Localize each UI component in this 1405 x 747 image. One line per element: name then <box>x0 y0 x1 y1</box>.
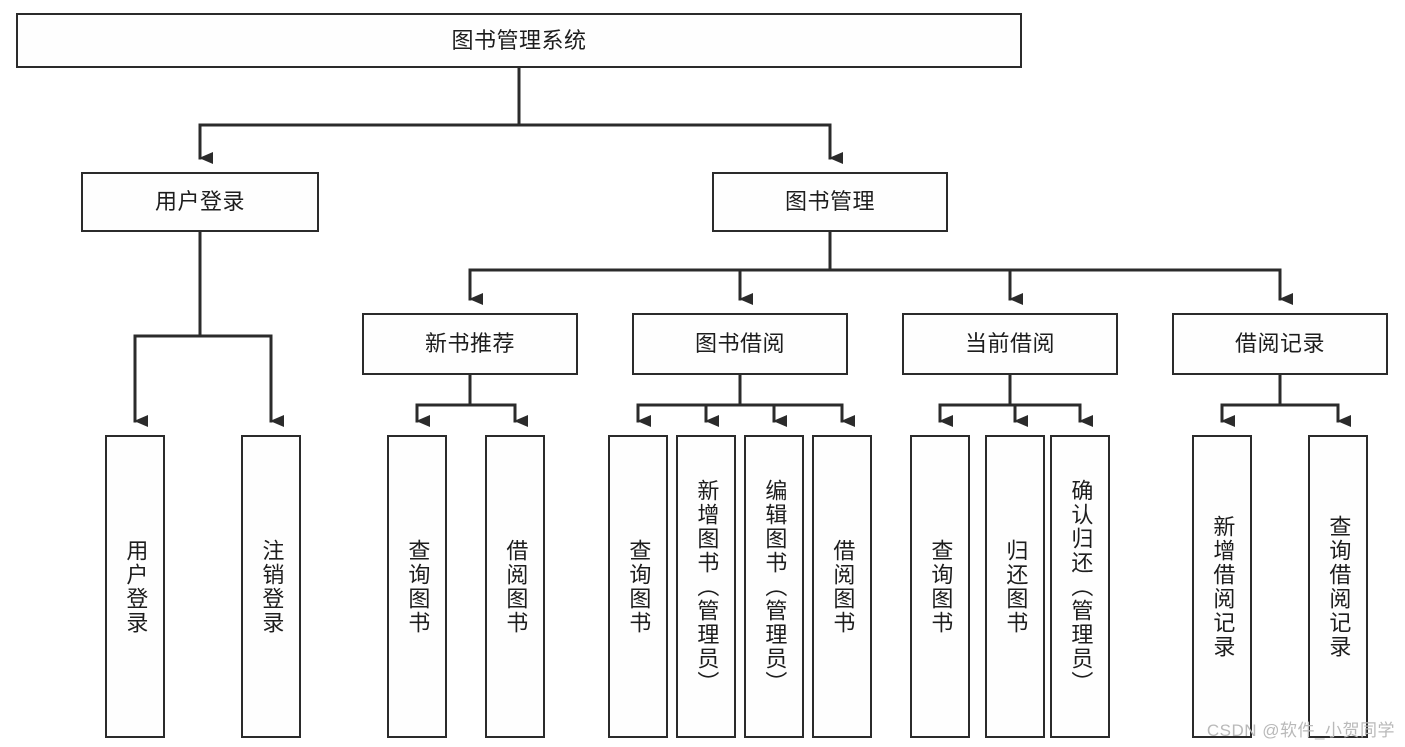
node-new-book-recommend-label: 新书推荐 <box>424 331 515 357</box>
node-leaf-edit-book-admin[interactable]: 编辑图书（管理员） <box>744 435 804 738</box>
node-leaf-query-book-current[interactable]: 查询图书 <box>910 435 970 738</box>
node-leaf-query-borrow-record[interactable]: 查询借阅记录 <box>1308 435 1368 738</box>
csdn-watermark: CSDN @软件_小贺同学 <box>1206 721 1395 740</box>
node-root[interactable]: 图书管理系统 <box>16 13 1022 68</box>
node-leaf-logout-login[interactable]: 注销登录 <box>241 435 301 738</box>
node-leaf-query-book-current-label: 查询图书 <box>928 538 954 635</box>
node-leaf-user-login[interactable]: 用户登录 <box>105 435 165 738</box>
node-leaf-logout-login-label: 注销登录 <box>259 538 285 635</box>
node-new-book-recommend[interactable]: 新书推荐 <box>362 313 578 375</box>
node-leaf-add-book-admin-label: 新增图书（管理员） <box>694 478 720 695</box>
node-user-login-label: 用户登录 <box>154 189 245 215</box>
node-borrow-record-label: 借阅记录 <box>1234 331 1325 357</box>
node-current-borrow[interactable]: 当前借阅 <box>902 313 1118 375</box>
node-book-borrow-label: 图书借阅 <box>694 331 785 357</box>
node-leaf-add-book-admin[interactable]: 新增图书（管理员） <box>676 435 736 738</box>
node-book-management[interactable]: 图书管理 <box>712 172 948 232</box>
node-leaf-user-login-label: 用户登录 <box>123 538 149 635</box>
node-leaf-borrow-book-recommend-label: 借阅图书 <box>503 538 529 635</box>
node-leaf-confirm-return-admin[interactable]: 确认归还（管理员） <box>1050 435 1110 738</box>
node-leaf-query-book-recommend[interactable]: 查询图书 <box>387 435 447 738</box>
node-leaf-edit-book-admin-label: 编辑图书（管理员） <box>762 478 788 695</box>
node-leaf-query-borrow-record-label: 查询借阅记录 <box>1326 514 1352 659</box>
node-leaf-confirm-return-admin-label: 确认归还（管理员） <box>1068 478 1094 695</box>
node-leaf-query-book-borrow[interactable]: 查询图书 <box>608 435 668 738</box>
node-leaf-return-book[interactable]: 归还图书 <box>985 435 1045 738</box>
node-leaf-borrow-book-recommend[interactable]: 借阅图书 <box>485 435 545 738</box>
node-leaf-query-book-borrow-label: 查询图书 <box>626 538 652 635</box>
node-leaf-borrow-book-borrow-label: 借阅图书 <box>830 538 856 635</box>
node-leaf-borrow-book-borrow[interactable]: 借阅图书 <box>812 435 872 738</box>
node-root-label: 图书管理系统 <box>451 27 587 53</box>
node-leaf-query-book-recommend-label: 查询图书 <box>405 538 431 635</box>
node-book-borrow[interactable]: 图书借阅 <box>632 313 848 375</box>
node-current-borrow-label: 当前借阅 <box>964 331 1055 357</box>
node-leaf-add-borrow-record-label: 新增借阅记录 <box>1210 514 1236 659</box>
node-leaf-add-borrow-record[interactable]: 新增借阅记录 <box>1192 435 1252 738</box>
node-book-management-label: 图书管理 <box>784 189 875 215</box>
node-borrow-record[interactable]: 借阅记录 <box>1172 313 1388 375</box>
node-leaf-return-book-label: 归还图书 <box>1003 538 1029 635</box>
node-user-login[interactable]: 用户登录 <box>81 172 319 232</box>
